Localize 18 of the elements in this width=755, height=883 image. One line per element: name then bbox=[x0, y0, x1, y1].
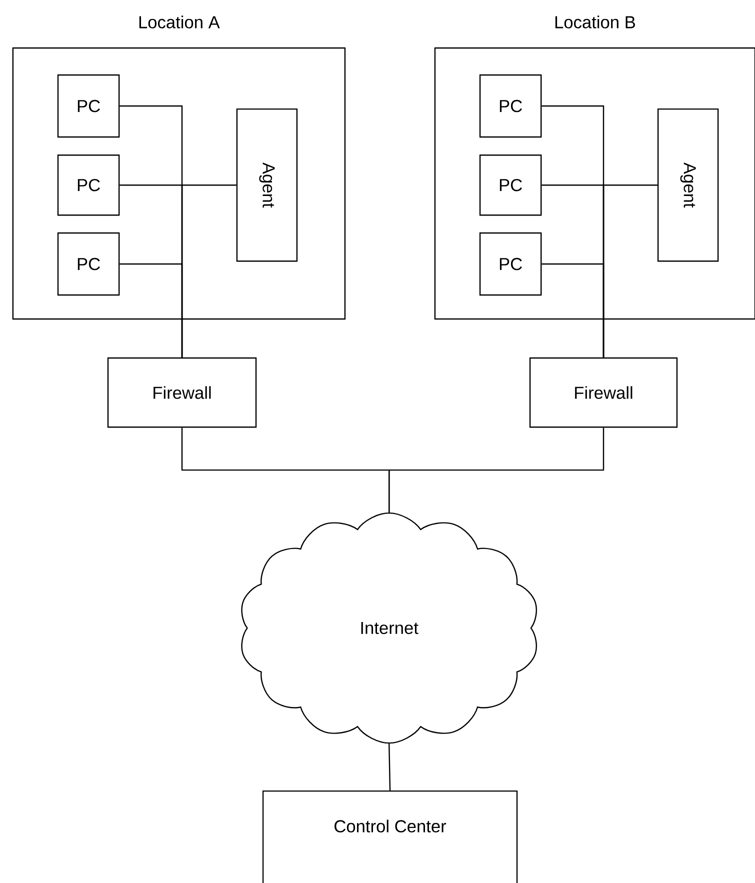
agent-box: Agent bbox=[657, 108, 719, 262]
pc-box: PC bbox=[479, 232, 542, 296]
connector-line bbox=[388, 428, 604, 512]
connector-line bbox=[181, 184, 236, 358]
node-label: Location B bbox=[555, 16, 635, 28]
pc-box: PC bbox=[479, 74, 542, 138]
firewall-box: Firewall bbox=[529, 357, 678, 428]
firewall-box: Firewall bbox=[107, 357, 257, 428]
pc-box: PC bbox=[57, 74, 120, 138]
node-label: Location A bbox=[139, 16, 220, 28]
control-center-box: Control Center bbox=[262, 790, 518, 883]
internet-cloud: Internet bbox=[241, 512, 537, 744]
connector-line bbox=[602, 184, 658, 358]
pc-box: PC bbox=[57, 232, 120, 296]
pc-box: PC bbox=[479, 154, 542, 216]
connector-line bbox=[388, 744, 391, 790]
pc-box: PC bbox=[57, 154, 120, 216]
agent-box: Agent bbox=[236, 108, 298, 262]
